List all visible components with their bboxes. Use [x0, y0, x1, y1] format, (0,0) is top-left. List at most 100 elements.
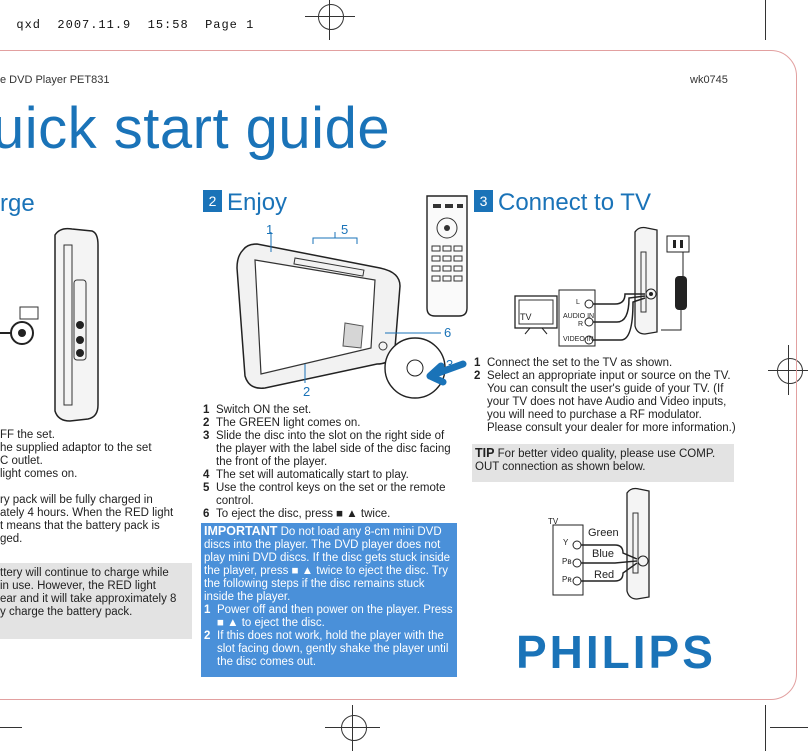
- connect-diagram-component: [552, 487, 650, 600]
- connect-step-number: 2: [474, 370, 481, 382]
- enjoy-step-text: The GREEN light comes on.: [216, 417, 361, 429]
- registration-line: [329, 0, 330, 40]
- registration-mark-bottom: [341, 715, 367, 741]
- important-step: 2 If this does not work, hold the player …: [204, 630, 454, 669]
- important-step-number: 2: [204, 630, 211, 642]
- tip-box: TIP For better video quality, please use…: [472, 444, 734, 482]
- charge-box-line: in use. However, the RED light: [0, 580, 156, 592]
- charge-player-illustration: [0, 227, 99, 422]
- slug-page: Page 1: [205, 18, 255, 32]
- slug-file: qxd: [16, 18, 42, 32]
- charge-note-box: ttery will continue to charge while in u…: [0, 563, 192, 639]
- diagram-tv-label: TV: [520, 312, 532, 322]
- slug-time: 15:58: [147, 18, 189, 32]
- diagram2-pb-label: Pʙ: [562, 557, 572, 566]
- insert-arrow-icon: [426, 360, 467, 386]
- enjoy-step-number: 3: [203, 430, 210, 442]
- charge-box-line: ear and it will take approximately 8: [0, 593, 177, 605]
- diagram2-red-label: Red: [594, 569, 615, 581]
- print-slug: qxd 2007.11.9 15:58 Page 1: [0, 4, 254, 32]
- diagram-video-label: VIDEO IN: [563, 336, 594, 343]
- enjoy-step-text: Slide the disc into the slot on the righ…: [216, 430, 451, 468]
- enjoy-step-number: 5: [203, 482, 210, 494]
- diagram2-tv-label: TV: [548, 517, 559, 526]
- important-box: IMPORTANT Do not load any 8-cm mini DVD …: [201, 523, 457, 677]
- callout-1: 1: [266, 222, 274, 237]
- registration-line: [768, 370, 808, 371]
- disc-icon: [384, 337, 446, 399]
- diagram2-green-label: Green: [588, 527, 619, 539]
- charge-step: C outlet.: [0, 455, 43, 467]
- enjoy-step-number: 6: [203, 508, 210, 520]
- tip-text: For better video quality, please use COM…: [475, 448, 716, 473]
- connect-step-text: Select an appropriate input or source on…: [487, 370, 736, 434]
- callout-6: 6: [444, 325, 452, 340]
- registration-line: [352, 705, 353, 751]
- connect-step: 2 Select an appropriate input or source o…: [474, 370, 736, 435]
- tv-icon: [514, 295, 558, 335]
- charge-box-line: y charge the battery pack.: [0, 606, 133, 618]
- callout-2: 2: [303, 384, 311, 399]
- registration-mark-right: [777, 358, 803, 384]
- enjoy-step-number: 1: [203, 404, 210, 416]
- diagram-l-label: L: [576, 299, 580, 306]
- charge-note-line: ged.: [0, 533, 23, 545]
- charge-note-line: ry pack will be fully charged in: [0, 494, 153, 506]
- charge-note-line: ately 4 hours. When the RED light: [0, 507, 174, 519]
- player-side-icon: [626, 487, 650, 600]
- enjoy-number: 2: [203, 190, 222, 212]
- enjoy-step: 2 The GREEN light comes on.: [203, 417, 458, 430]
- enjoy-step-text: Switch ON the set.: [216, 404, 312, 416]
- registration-mark-top: [318, 4, 344, 30]
- enjoy-title: Enjoy: [227, 189, 288, 216]
- connect-title: Connect to TV: [498, 189, 651, 216]
- important-label: IMPORTANT: [204, 524, 278, 538]
- registration-line: [305, 16, 355, 17]
- enjoy-step: 1 Switch ON the set.: [203, 404, 458, 417]
- player-side-icon: [634, 226, 658, 335]
- important-body: Do not load any 8-cm mini DVD discs into…: [204, 526, 451, 603]
- tip-label: TIP: [475, 446, 495, 460]
- important-text: IMPORTANT Do not load any 8-cm mini DVD …: [204, 525, 454, 604]
- crop-line: [770, 727, 808, 728]
- callout-5: 5: [341, 222, 349, 237]
- charge-title: rge: [0, 190, 35, 217]
- connect-number: 3: [474, 190, 493, 212]
- enjoy-step: 3 Slide the disc into the slot on the rig…: [203, 430, 458, 469]
- registration-line: [325, 727, 380, 728]
- connect-diagram-av: [514, 226, 690, 347]
- diagram-audio-label: AUDIO IN: [563, 313, 595, 320]
- header-code: wk0745: [690, 74, 728, 86]
- diagram2-pr-label: Pʀ: [562, 575, 572, 584]
- philips-logo: PHILIPS: [516, 626, 716, 678]
- connect-step-number: 1: [474, 357, 481, 369]
- charge-box-line: ttery will continue to charge while: [0, 567, 169, 579]
- important-step-text: If this does not work, hold the player w…: [217, 630, 449, 668]
- diagram2-y-label: Y: [563, 538, 569, 547]
- charge-note: ry pack will be fully charged in ately 4…: [0, 494, 200, 546]
- diagram-r-label: R: [578, 321, 584, 328]
- enjoy-step: 4 The set will automatically start to pla…: [203, 469, 458, 482]
- enjoy-step-text: The set will automatically start to play…: [216, 469, 409, 481]
- crop-line: [0, 727, 22, 728]
- enjoy-step-number: 4: [203, 469, 210, 481]
- power-adaptor-icon: [661, 235, 690, 331]
- slug-date: 2007.11.9: [57, 18, 132, 32]
- charge-steps: FF the set. he supplied adaptor to the s…: [0, 429, 200, 481]
- page-title: uick start guide: [0, 96, 391, 161]
- important-step-number: 1: [204, 604, 211, 616]
- enjoy-player-illustration: [236, 195, 468, 399]
- charge-note-line: t means that the battery pack is: [0, 520, 160, 532]
- page-frame: [0, 50, 797, 700]
- dvd-player-icon: [236, 243, 401, 389]
- callout-3: 3: [446, 357, 454, 372]
- crop-line: [765, 705, 766, 751]
- enjoy-step-number: 2: [203, 417, 210, 429]
- charge-step: light comes on.: [0, 468, 78, 480]
